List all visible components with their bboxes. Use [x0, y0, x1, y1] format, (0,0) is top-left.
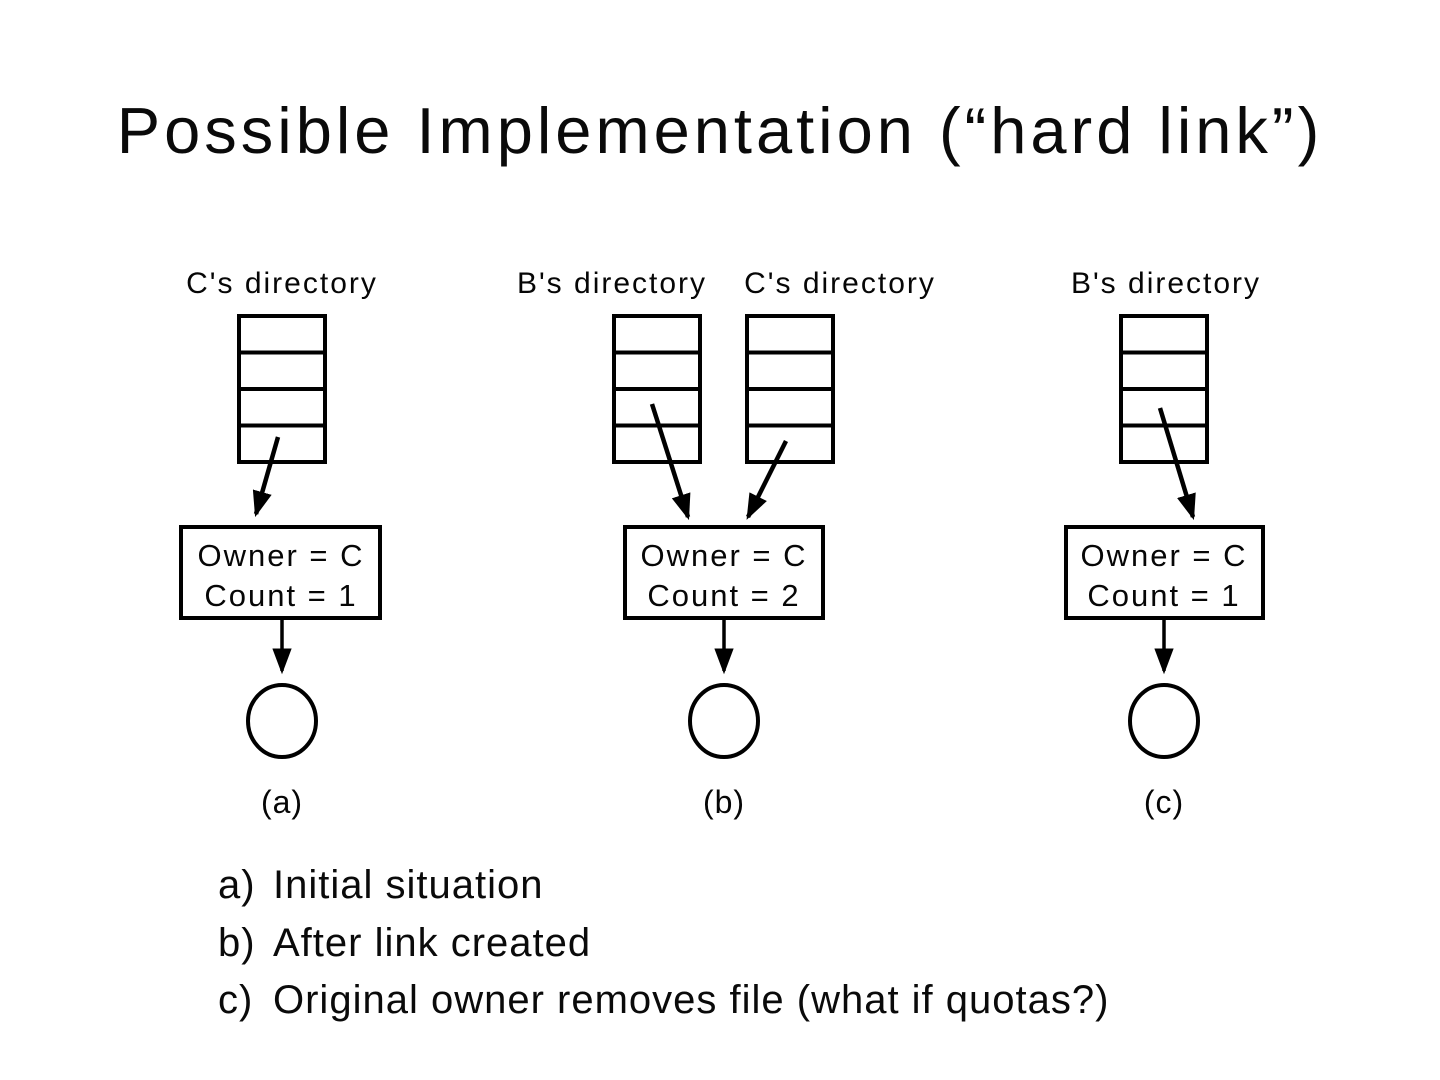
directory-entry-arrow [745, 439, 789, 520]
directory-table [612, 314, 702, 464]
figure-caption: (a) [261, 784, 303, 820]
inode-count-text: Count = 1 [204, 578, 357, 613]
note-marker: c) [218, 978, 254, 1022]
slide-title: Possible Implementation (“hard link”) [116, 94, 1324, 167]
inode-count-text: Count = 2 [647, 578, 800, 613]
directory-table [745, 314, 835, 464]
inode-count-text: Count = 1 [1087, 578, 1240, 613]
figure-c: B's directory Owner = C Count = 1 (c) [1064, 267, 1265, 820]
figure-a: C's directory Owner = C Count = 1 (a) [179, 267, 382, 820]
directory-table [237, 314, 327, 464]
directory-label: B's directory [1071, 267, 1261, 300]
directory-label: C's directory [744, 267, 936, 300]
file-circle [688, 683, 760, 759]
directory-label: B's directory [517, 267, 707, 300]
directory-table [1119, 314, 1209, 464]
inode-box [179, 525, 382, 620]
note-text: Initial situation [273, 863, 544, 907]
note-marker: a) [218, 863, 256, 907]
file-circle [246, 683, 318, 759]
figure-caption: (b) [703, 784, 745, 820]
note-marker: b) [218, 920, 256, 965]
note-item-b: b) After link created [218, 915, 1109, 973]
directory-entry-arrow [1157, 407, 1196, 521]
notes-list: a) Initial situation b) After link creat… [218, 857, 1109, 1030]
figure-b: B's directory C's directory Owner = C Co… [517, 267, 936, 820]
note-item-a: a) Initial situation [218, 857, 1109, 915]
figure-caption: (c) [1144, 784, 1184, 820]
note-text: After link created [273, 920, 592, 965]
note-item-c: c) Original owner removes file (what if … [218, 972, 1109, 1030]
directory-entry-arrow [649, 403, 691, 521]
inode-owner-text: Owner = C [1080, 538, 1247, 573]
file-circle [1128, 683, 1200, 759]
inode-box [1064, 525, 1265, 620]
directory-entry-arrow [252, 436, 281, 518]
note-text: Original owner removes file (what if quo… [273, 978, 1110, 1022]
inode-box [623, 525, 825, 620]
directory-label: C's directory [186, 267, 378, 300]
inode-owner-text: Owner = C [640, 538, 807, 573]
inode-owner-text: Owner = C [197, 538, 364, 573]
